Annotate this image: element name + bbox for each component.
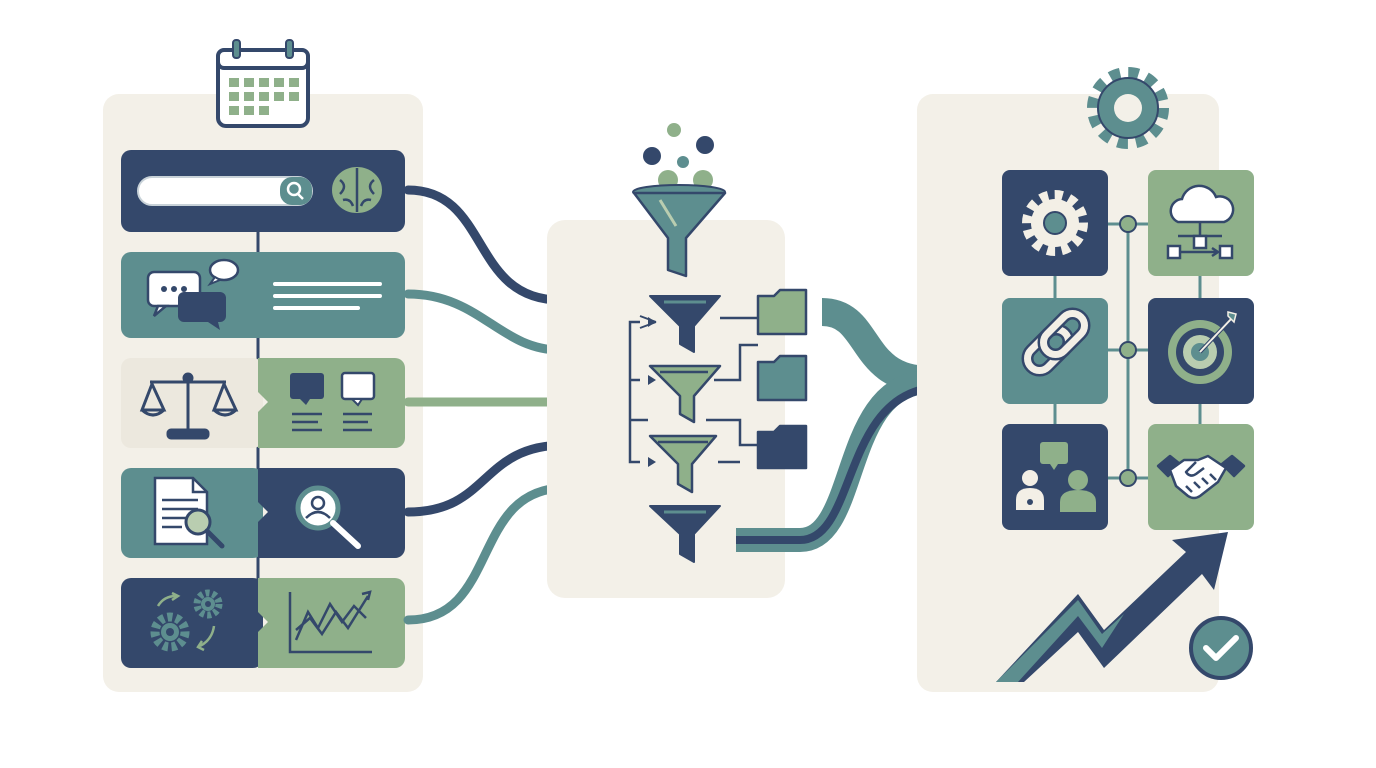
row-chat-text <box>121 252 405 338</box>
funnel-navy-icon <box>649 505 721 563</box>
cloud-network-icon <box>1166 184 1235 260</box>
middle-panel <box>547 123 808 598</box>
left-panel <box>103 39 423 692</box>
funnel-with-particles-icon <box>632 123 727 278</box>
row-document-user <box>121 468 405 558</box>
gears-cycle-icon <box>150 589 223 652</box>
growth-arrow-icon <box>996 532 1228 682</box>
funnel-navy-icon <box>649 295 721 353</box>
connector-nodes <box>1119 215 1137 487</box>
gear-icon <box>1022 190 1088 256</box>
tile-chain-link <box>1002 298 1108 404</box>
chat-bubbles-icon <box>146 258 240 330</box>
team-discussion-icon <box>1016 442 1096 512</box>
balance-scale-icon <box>139 372 239 440</box>
target-icon <box>1168 311 1237 384</box>
user-magnifier-icon <box>295 485 361 549</box>
tile-gear <box>1002 170 1108 276</box>
tree-arrow-heads <box>648 317 656 467</box>
tile-target <box>1148 298 1254 404</box>
line-chart-icon <box>288 590 372 654</box>
input-arrows <box>403 185 595 625</box>
funnel-sage-icon <box>648 434 718 494</box>
text-lines-icon <box>273 282 382 310</box>
tile-cloud-network <box>1148 170 1254 276</box>
document-search-icon <box>153 476 225 549</box>
right-panel <box>917 67 1254 692</box>
checkmark-icon <box>1189 616 1253 680</box>
funnel-sage-icon <box>648 364 722 424</box>
row-scale-cards <box>121 358 405 448</box>
comment-cards-icon <box>290 371 376 432</box>
folder-navy-icon <box>756 424 808 470</box>
gear-icon <box>1087 67 1169 149</box>
brain-icon <box>330 165 384 215</box>
folder-sage-icon <box>756 288 808 336</box>
handshake-icon <box>1156 454 1246 500</box>
chain-link-icon <box>1021 307 1091 377</box>
calendar-icon <box>216 39 310 128</box>
row-search-brain <box>121 150 405 232</box>
tile-team-discussion <box>1002 424 1108 530</box>
search-bar-icon <box>137 176 313 206</box>
row-gears-chart <box>121 578 405 668</box>
folder-teal-icon <box>756 354 808 402</box>
tile-handshake <box>1148 424 1254 530</box>
